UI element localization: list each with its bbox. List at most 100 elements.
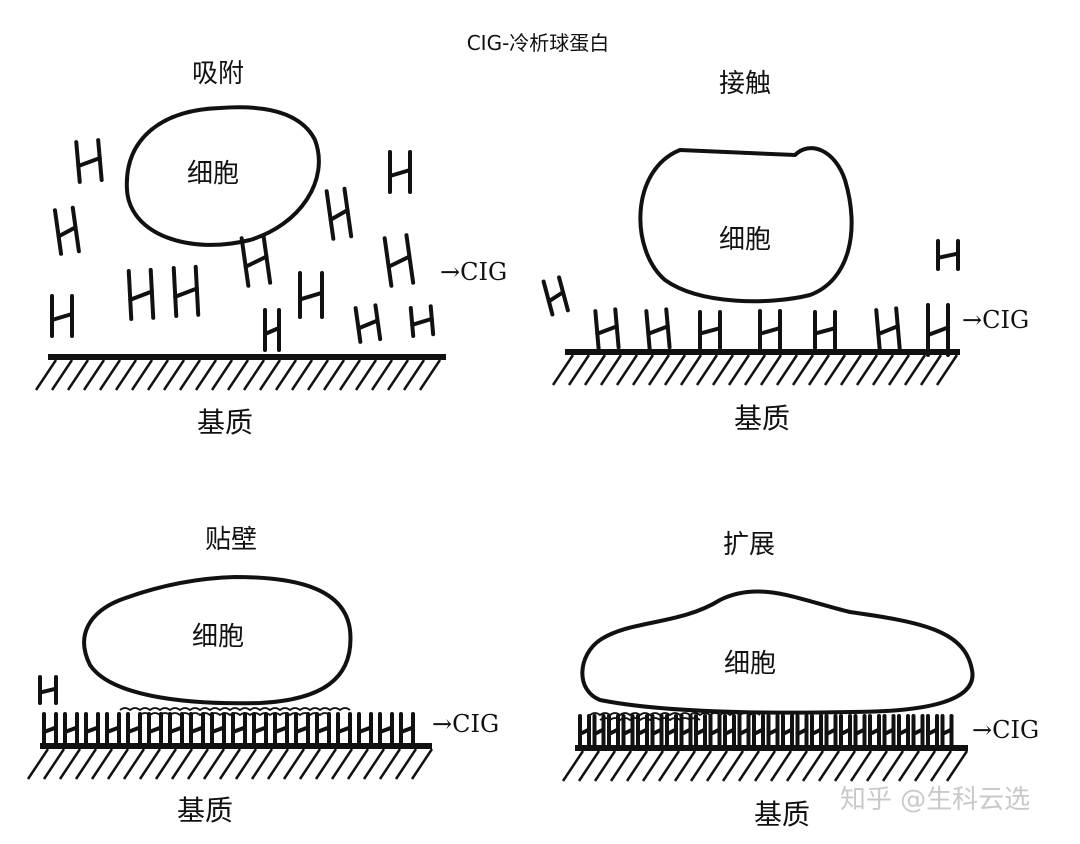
cig-molecule [378,712,394,746]
hatch-line [849,750,873,782]
cig-molecule [926,714,939,748]
hatch-line [855,354,879,386]
hatch-line [663,354,687,386]
cell-label: 细胞 [192,622,244,652]
hatch-line [274,359,298,391]
cig-molecule [324,186,354,241]
hatch-line [306,359,330,391]
adhesion-contact [119,707,351,712]
cig-molecule [936,239,960,271]
cig-molecule [50,294,74,338]
cig-molecule [541,275,570,317]
panel-spreading: 扩展 细胞 →CIG 基质 [561,530,1039,831]
hatch-line [90,748,114,780]
cig-molecule [708,714,722,748]
substrate [26,743,434,780]
hatch-line [154,748,178,780]
hatch-line [727,354,751,386]
stage-label: 贴壁 [205,525,257,555]
cig-molecules [578,712,954,748]
cig-molecule [766,714,780,748]
cig-molecules [50,138,436,352]
hatch-line [897,750,921,782]
hatch-line [82,359,106,391]
hatch-line [823,354,847,386]
hatch-line [673,750,697,782]
hatch-line [330,748,354,780]
hatch-line [881,750,905,782]
cig-molecule [781,714,794,748]
hatch-line [753,750,777,782]
hatch-line [609,750,633,782]
hatch-line [42,748,66,780]
hatch-line [218,748,242,780]
hatch-line [583,354,607,386]
hatch-line [679,354,703,386]
hatch-line [839,354,863,386]
cell-label: 细胞 [719,225,771,255]
cig-molecule [38,675,58,705]
hatch-line [338,359,362,391]
cig-molecule [824,714,838,748]
hatch-line [759,354,783,386]
cig-molecule [168,712,184,746]
cig-molecule [853,714,867,748]
cig-molecule [644,307,672,351]
cig-molecule [679,714,693,748]
cig-molecule [737,714,751,748]
hatch-line [362,748,386,780]
hatch-line [210,359,234,391]
panel-attachment: 贴壁 细胞 →CIG 基质 [26,525,499,827]
hatch-line [743,354,767,386]
cig-molecule [698,310,722,350]
cig-molecule [665,714,678,748]
hatch-line [162,359,186,391]
substrate [561,745,969,782]
stage-label: 扩展 [723,530,775,560]
cig-molecule [84,712,100,746]
hatch-line [74,748,98,780]
hatch-line [370,359,394,391]
cig-molecule [336,712,352,746]
hatch-line [194,359,218,391]
hatch-line [801,750,825,782]
adhesion-contact [139,712,331,717]
substrate-label: 基质 [177,794,233,827]
substrate-label: 基质 [734,402,790,435]
hatch-line [106,748,130,780]
diagram-title: CIG-冷析球蛋白 [467,31,610,55]
cig-label: →CIG [962,306,1029,334]
hatch-line [561,750,585,782]
hatch-line [599,354,623,386]
hatch-line [929,750,953,782]
cig-molecule [926,303,950,357]
hatch-line [402,359,426,391]
cig-molecule [694,714,707,748]
hatch-line [258,359,282,391]
cig-molecule [839,714,852,748]
cig-molecule [52,205,81,256]
cig-molecule [897,714,910,748]
hatch-line [647,354,671,386]
hatch-line [631,354,655,386]
hatch-line [410,748,434,780]
cig-molecule [399,712,415,746]
watermark: 知乎 @生科云选 [840,785,1030,815]
cig-molecule [578,714,591,748]
cig-molecules [38,675,415,746]
hatch-line [394,748,418,780]
hatch-line [170,748,194,780]
cig-molecules [541,239,960,357]
hatch-line [34,359,58,391]
hatch-line [202,748,226,780]
hatch-line [567,354,591,386]
hatch-line [711,354,735,386]
cig-molecule [189,712,205,746]
hatch-line [641,750,665,782]
hatch-line [234,748,258,780]
hatch-line [178,359,202,391]
hatch-line [551,354,575,386]
hatch-line [58,748,82,780]
